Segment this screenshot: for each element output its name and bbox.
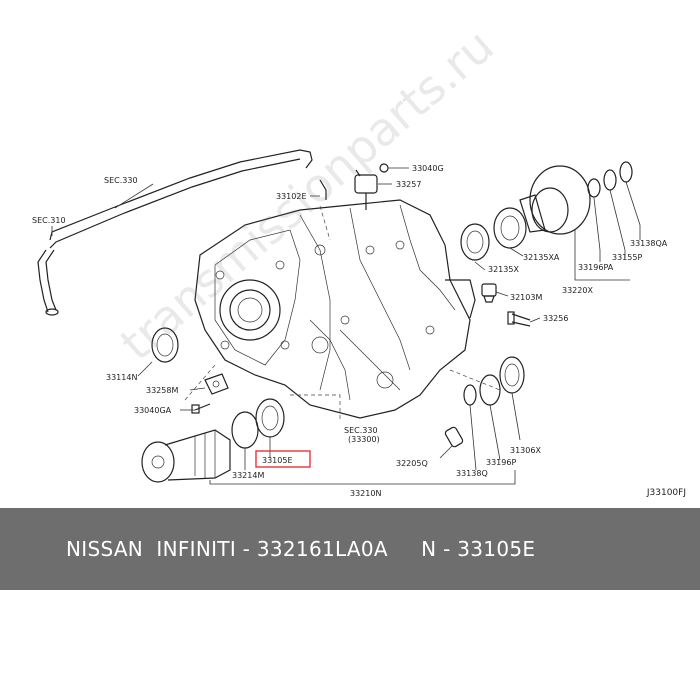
label-33114N: 33114N bbox=[106, 373, 137, 382]
label-33258M: 33258M bbox=[146, 386, 178, 395]
label-33105E: 33105E bbox=[262, 456, 293, 465]
label-33256: 33256 bbox=[543, 314, 568, 323]
label-33196P: 33196P bbox=[486, 458, 516, 467]
label-sec330-mid: SEC.330 bbox=[344, 426, 378, 435]
label-33040G-top: 33040G bbox=[412, 164, 444, 173]
bolt-33040GA bbox=[191, 403, 211, 414]
label-32135X: 32135X bbox=[488, 265, 519, 274]
leader-lines bbox=[51, 167, 641, 485]
label-33196PA: 33196PA bbox=[578, 263, 614, 272]
label-32103M: 32103M bbox=[510, 293, 542, 302]
label-sec310: SEC.310 bbox=[32, 216, 66, 225]
label-33040GA: 33040GA bbox=[134, 406, 172, 415]
label-33214M: 33214M bbox=[232, 471, 264, 480]
plug-32103M bbox=[481, 283, 497, 303]
rear-seal-set bbox=[463, 356, 525, 406]
plug-32205Q bbox=[444, 426, 464, 448]
label-33155P: 33155P bbox=[612, 253, 642, 262]
breather-hose bbox=[37, 149, 327, 316]
label-33102E: 33102E bbox=[276, 192, 307, 201]
label-31306X: 31306X bbox=[510, 446, 541, 455]
part-number-banner: NISSAN INFINITI - 332161LA0A N - 33105E bbox=[0, 508, 700, 590]
label-33257: 33257 bbox=[396, 180, 421, 189]
banner-text: NISSAN INFINITI - 332161LA0A N - 33105E bbox=[66, 537, 536, 561]
label-sec330-mid-sub: (33300) bbox=[348, 435, 380, 444]
sensor-33256 bbox=[507, 311, 531, 327]
front-output-shaft bbox=[141, 398, 285, 483]
label-sec330-top: SEC.330 bbox=[104, 176, 138, 185]
label-32205Q: 32205Q bbox=[396, 459, 428, 468]
label-33138Q: 33138Q bbox=[456, 469, 488, 478]
rear-output-flange bbox=[460, 161, 633, 261]
transfer-case-housing bbox=[194, 199, 476, 419]
bracket-33258M bbox=[204, 373, 229, 395]
label-32135XA: 32135XA bbox=[523, 253, 560, 262]
highlight-box bbox=[255, 450, 311, 468]
front-seal-33114N bbox=[151, 327, 179, 363]
label-33210N: 33210N bbox=[350, 489, 381, 498]
label-33138QA: 33138QA bbox=[630, 239, 668, 248]
diagram-code: J33100FJ bbox=[646, 488, 686, 498]
label-33220X: 33220X bbox=[562, 286, 593, 295]
